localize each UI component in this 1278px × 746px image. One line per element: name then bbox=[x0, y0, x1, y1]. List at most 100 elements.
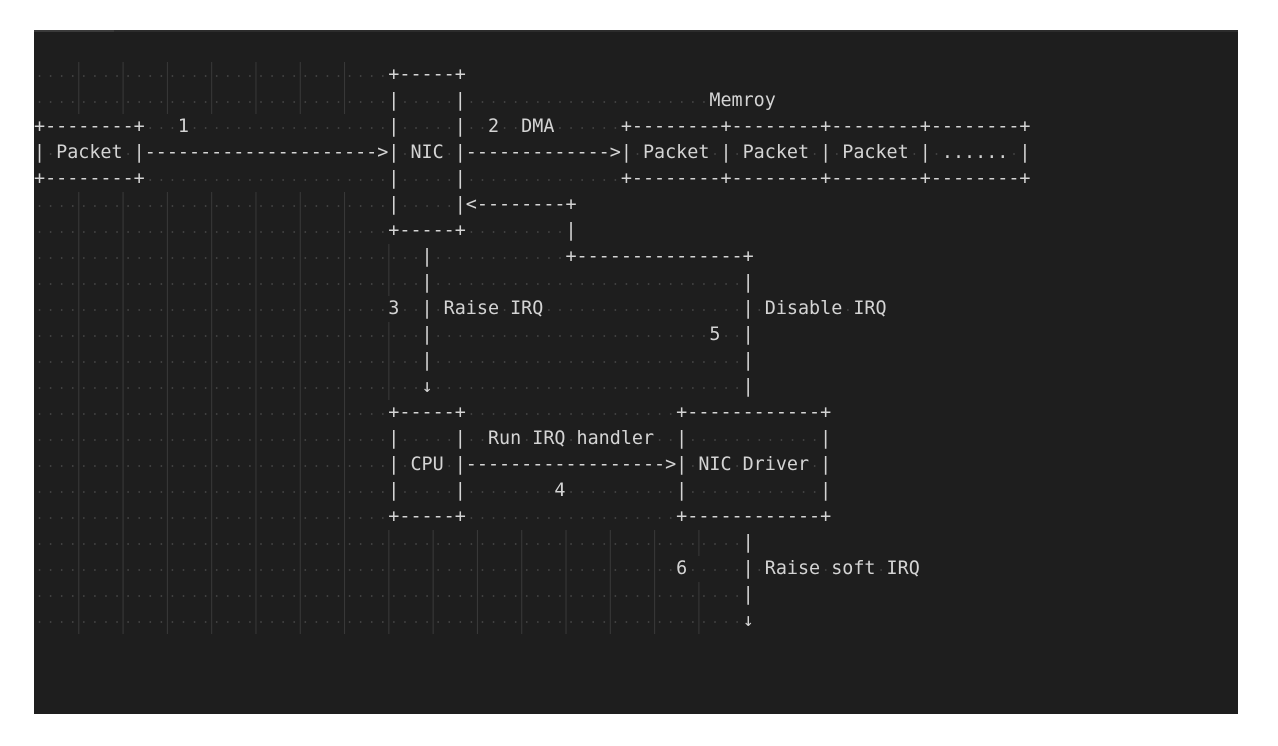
whitespace-dot bbox=[315, 75, 318, 77]
whitespace-dot bbox=[647, 621, 650, 623]
whitespace-dot bbox=[82, 569, 85, 571]
whitespace-dot bbox=[237, 387, 240, 389]
whitespace-dot bbox=[459, 569, 462, 571]
whitespace-dot bbox=[171, 517, 174, 519]
whitespace-dot bbox=[392, 595, 395, 597]
whitespace-dot bbox=[514, 413, 517, 415]
whitespace-dot bbox=[669, 517, 672, 519]
whitespace-dot bbox=[193, 231, 196, 233]
whitespace-dot bbox=[226, 101, 229, 103]
whitespace-dot bbox=[182, 335, 185, 337]
whitespace-dot bbox=[226, 439, 229, 441]
whitespace-dot bbox=[603, 517, 606, 519]
whitespace-dot bbox=[326, 309, 329, 311]
whitespace-dot bbox=[370, 595, 373, 597]
whitespace-dot bbox=[38, 231, 41, 233]
whitespace-dot bbox=[381, 101, 384, 103]
whitespace-dot bbox=[592, 595, 595, 597]
whitespace-dot bbox=[271, 179, 273, 181]
whitespace-dot bbox=[249, 543, 251, 545]
whitespace-dot bbox=[636, 361, 639, 363]
whitespace-dot bbox=[481, 413, 484, 415]
whitespace-dot bbox=[82, 387, 85, 389]
diagram-line: | bbox=[34, 584, 754, 605]
whitespace-dot bbox=[348, 75, 351, 77]
whitespace-dot bbox=[49, 413, 52, 415]
whitespace-dot bbox=[105, 309, 107, 311]
whitespace-dot bbox=[570, 309, 572, 311]
whitespace-dot bbox=[204, 569, 207, 571]
whitespace-dot bbox=[548, 335, 550, 337]
whitespace-dot bbox=[326, 335, 329, 337]
whitespace-dot bbox=[404, 309, 406, 311]
whitespace-dot bbox=[415, 257, 417, 259]
whitespace-dot bbox=[293, 387, 296, 389]
whitespace-dot bbox=[581, 361, 584, 363]
whitespace-dot bbox=[337, 335, 340, 337]
whitespace-dot bbox=[271, 543, 273, 545]
whitespace-dot bbox=[215, 491, 218, 493]
whitespace-dot bbox=[237, 543, 240, 545]
whitespace-dot bbox=[149, 517, 152, 519]
whitespace-dot bbox=[138, 595, 141, 597]
whitespace-dot bbox=[603, 361, 606, 363]
whitespace-dot bbox=[204, 335, 207, 337]
whitespace-dot bbox=[647, 309, 650, 311]
whitespace-dot bbox=[691, 543, 694, 545]
whitespace-dot bbox=[481, 361, 484, 363]
whitespace-dot bbox=[94, 491, 96, 493]
whitespace-dot bbox=[514, 179, 517, 181]
whitespace-dot bbox=[548, 491, 550, 493]
whitespace-dot bbox=[182, 231, 185, 233]
whitespace-dot bbox=[370, 465, 373, 467]
whitespace-dot bbox=[193, 439, 196, 441]
whitespace-dot bbox=[160, 543, 163, 545]
whitespace-dot bbox=[592, 413, 595, 415]
whitespace-dot bbox=[725, 621, 727, 623]
diagram-line: +-----+ | bbox=[34, 220, 577, 241]
whitespace-dot bbox=[271, 75, 273, 77]
whitespace-dot bbox=[237, 491, 240, 493]
whitespace-dot bbox=[658, 543, 661, 545]
whitespace-dot bbox=[603, 283, 606, 285]
whitespace-dot bbox=[404, 361, 406, 363]
whitespace-dot bbox=[116, 491, 118, 493]
whitespace-dot bbox=[171, 75, 174, 77]
whitespace-dot bbox=[215, 75, 218, 77]
whitespace-dot bbox=[581, 621, 584, 623]
whitespace-dot bbox=[514, 101, 517, 103]
whitespace-dot bbox=[614, 595, 617, 597]
whitespace-dot bbox=[581, 543, 584, 545]
whitespace-dot bbox=[625, 309, 628, 311]
whitespace-dot bbox=[658, 595, 661, 597]
whitespace-dot bbox=[193, 569, 196, 571]
whitespace-dot bbox=[260, 309, 262, 311]
whitespace-dot bbox=[636, 335, 639, 337]
whitespace-dot bbox=[559, 231, 561, 233]
whitespace-dot bbox=[82, 439, 85, 441]
whitespace-dot bbox=[226, 413, 229, 415]
whitespace-dot bbox=[359, 491, 362, 493]
whitespace-dot bbox=[359, 465, 362, 467]
whitespace-dot bbox=[237, 439, 240, 441]
whitespace-dot bbox=[625, 569, 628, 571]
whitespace-dot bbox=[226, 231, 229, 233]
whitespace-dot bbox=[304, 543, 307, 545]
whitespace-dot bbox=[503, 257, 506, 259]
editor-top-border bbox=[34, 30, 1238, 32]
whitespace-dot bbox=[426, 569, 429, 571]
whitespace-dot bbox=[271, 413, 273, 415]
whitespace-dot bbox=[714, 491, 716, 493]
whitespace-dot bbox=[559, 309, 561, 311]
whitespace-dot bbox=[470, 439, 473, 441]
whitespace-dot bbox=[548, 543, 550, 545]
whitespace-dot bbox=[614, 387, 617, 389]
whitespace-dot bbox=[160, 569, 163, 571]
whitespace-dot bbox=[780, 491, 783, 493]
whitespace-dot bbox=[337, 205, 340, 207]
whitespace-dot bbox=[315, 491, 318, 493]
whitespace-dot bbox=[525, 569, 528, 571]
whitespace-dot bbox=[226, 127, 229, 129]
whitespace-dot bbox=[326, 205, 329, 207]
whitespace-dot bbox=[503, 283, 506, 285]
